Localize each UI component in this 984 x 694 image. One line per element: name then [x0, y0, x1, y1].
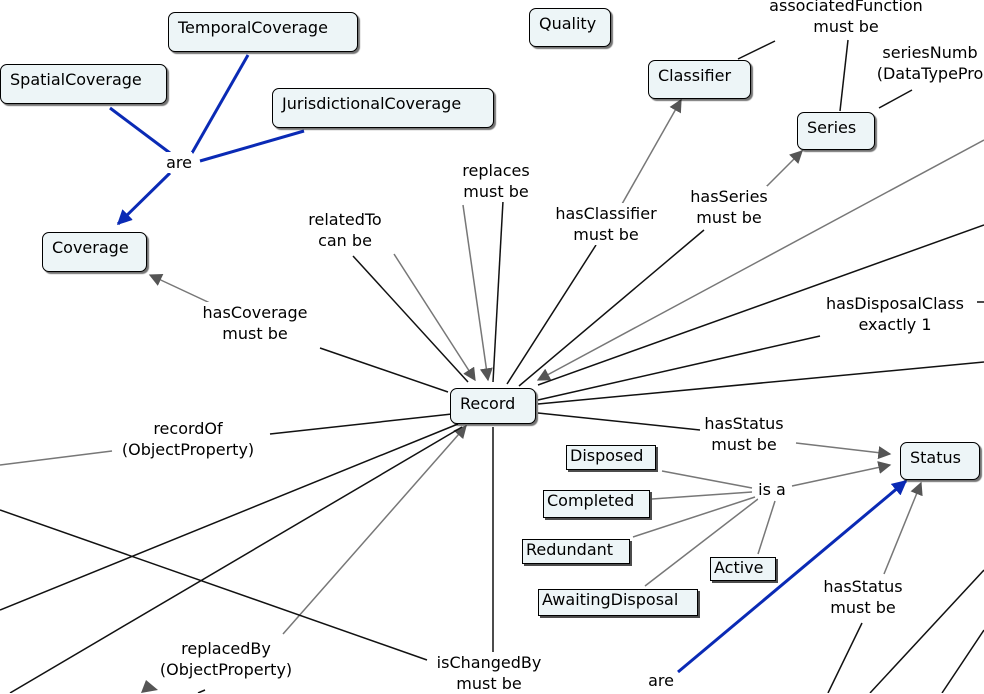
link-seriesnumb-series	[878, 89, 913, 109]
instance-completed[interactable]: Completed	[543, 490, 650, 518]
node-quality[interactable]: Quality	[529, 8, 611, 47]
link-record-offscreen-b	[537, 224, 984, 386]
instance-active[interactable]: Active	[710, 557, 776, 581]
label-has-status-record: hasStatus must be	[704, 413, 784, 455]
node-status[interactable]: Status	[900, 442, 980, 480]
label-related-to: relatedTo can be	[308, 209, 382, 251]
instance-redundant[interactable]: Redundant	[522, 539, 630, 564]
link-jurisdictional-are	[199, 129, 305, 163]
label-record-of: recordOf (ObjectProperty)	[121, 418, 255, 460]
link-record-relatedto	[352, 255, 469, 383]
label-is-a: is a	[758, 479, 786, 500]
link-temporal-are	[190, 54, 250, 154]
link-record-hasstatus	[537, 412, 701, 431]
link-record-offscreen-c	[537, 361, 984, 405]
link-record-hasseries	[518, 229, 705, 387]
link-assocfunc-series	[839, 39, 849, 112]
link-spatial-are	[109, 106, 171, 155]
label-has-disposal-class: hasDisposalClass exactly 1	[825, 293, 965, 335]
label-has-status-lower: hasStatus must be	[823, 576, 903, 618]
link-isa-status	[791, 461, 892, 487]
link-lower-right-b	[941, 629, 984, 693]
node-coverage[interactable]: Coverage	[42, 232, 147, 272]
link-hascoverage-coverage	[148, 274, 211, 304]
link-relatedto-record	[393, 253, 476, 382]
node-temporal-coverage[interactable]: TemporalCoverage	[168, 12, 358, 52]
link-lower-hasstatus	[827, 622, 863, 693]
label-associated-function: associatedFunction must be	[769, 0, 923, 37]
link-lower-hasstatus-status	[883, 481, 923, 575]
label-has-coverage: hasCoverage must be	[202, 302, 308, 344]
link-recordof	[0, 450, 113, 466]
link-record-recordof	[269, 413, 453, 435]
link-assocfunc-classifier	[737, 40, 776, 60]
link-record-hasdisposal	[537, 335, 821, 401]
link-hasclassifier-classifier	[621, 98, 682, 205]
link-hasseries-series	[764, 150, 803, 189]
link-replacedby-record	[282, 425, 467, 635]
link-hasstatus-status	[795, 442, 892, 460]
link-redundant-isa	[632, 496, 756, 538]
label-is-changed-by: isChangedBy must be	[436, 652, 542, 694]
label-are-status: are	[648, 670, 674, 691]
label-replaces: replaces must be	[462, 160, 530, 202]
link-left-ischangedby	[0, 509, 428, 661]
node-series[interactable]: Series	[797, 112, 875, 150]
link-lower-right-a	[869, 569, 984, 693]
label-are-coverage: are	[166, 152, 192, 173]
link-record-hasclassifier	[506, 244, 597, 385]
link-are-coverage	[116, 171, 172, 226]
link-offscreen-record-a	[536, 139, 984, 381]
node-jurisdictional-coverage[interactable]: JurisdictionalCoverage	[272, 88, 494, 128]
instance-awaiting-disposal[interactable]: AwaitingDisposal	[538, 589, 698, 616]
node-classifier[interactable]: Classifier	[648, 60, 751, 99]
label-replaced-by: replacedBy (ObjectProperty)	[159, 638, 293, 680]
label-has-series: hasSeries must be	[690, 186, 768, 228]
link-active-isa	[757, 500, 776, 555]
link-completed-isa	[651, 491, 753, 500]
link-status-are	[677, 479, 908, 674]
arrow-partial-bottom	[141, 680, 158, 693]
link-record-hascoverage	[319, 347, 449, 393]
link-record-replaces	[492, 200, 504, 383]
label-series-number: seriesNumb (DataTypePro	[876, 42, 984, 84]
link-disposed-isa	[661, 470, 753, 489]
label-has-classifier: hasClassifier must be	[555, 203, 657, 245]
link-left-record-b	[9, 426, 463, 693]
node-record[interactable]: Record	[450, 388, 536, 424]
link-replaces-record	[462, 204, 493, 382]
instance-disposed[interactable]: Disposed	[566, 445, 656, 470]
link-left-record-a	[0, 423, 459, 611]
node-spatial-coverage[interactable]: SpatialCoverage	[0, 64, 167, 104]
link-awaiting-isa	[644, 498, 759, 587]
